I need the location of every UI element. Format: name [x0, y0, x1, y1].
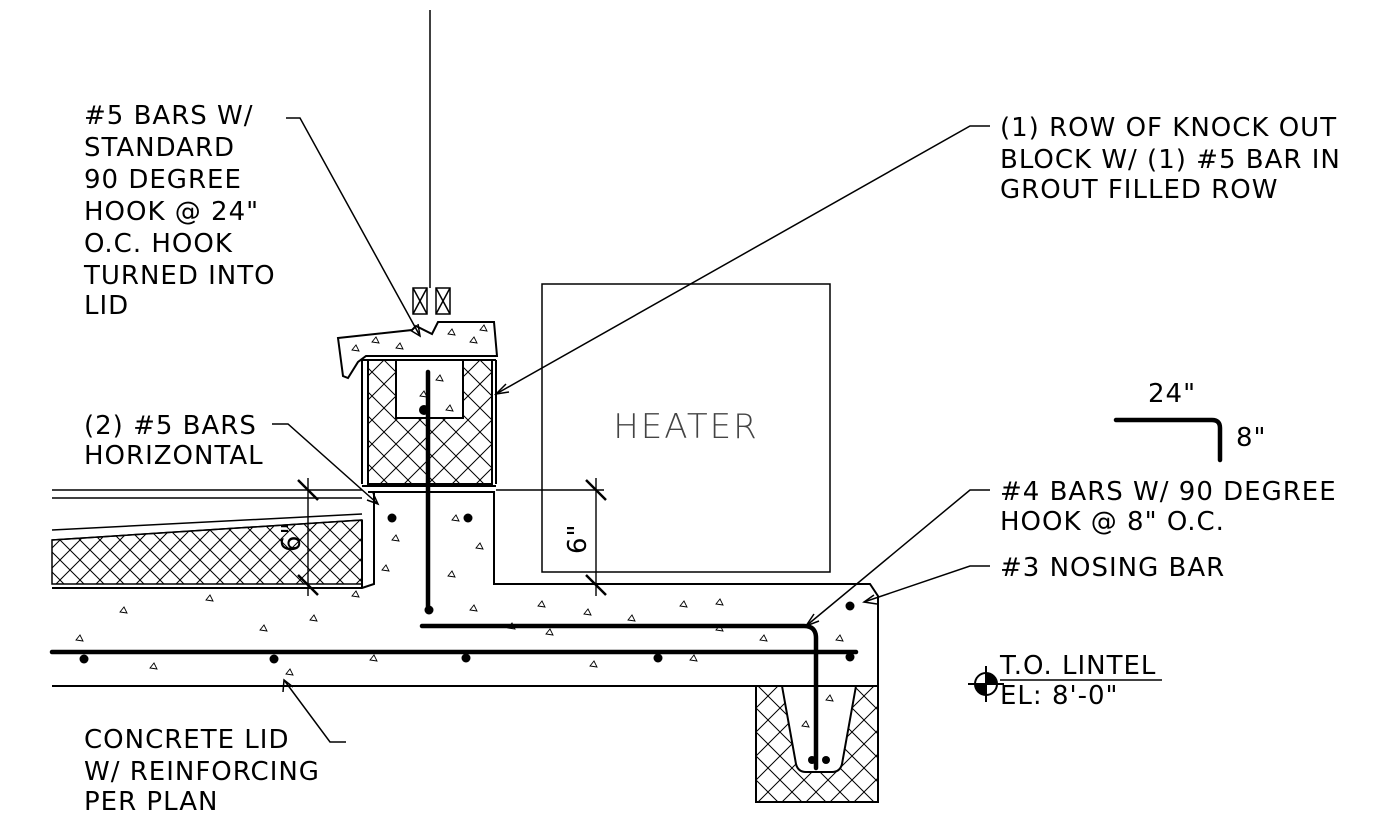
- hook-vertical-dim: 8": [1236, 423, 1267, 453]
- heater-label: HEATER: [613, 407, 759, 447]
- label-no4-bars: #4 BARS W/ 90 DEGREE HOOK @ 8" O.C.: [1000, 477, 1337, 537]
- bars-hook-line-6: TURNED INTO: [83, 261, 276, 291]
- bars-hook-line-4: HOOK @ 24": [84, 197, 259, 227]
- heater-box: HEATER: [541, 283, 831, 573]
- no4-bars-line-1: #4 BARS W/ 90 DEGREE: [1000, 477, 1337, 507]
- concrete-lid-outline: [52, 491, 879, 687]
- cap-aggregate: [351, 324, 488, 352]
- horizontal-bars-line-2: HORIZONTAL: [84, 441, 264, 471]
- bars-hook-line-5: O.C. HOOK: [84, 229, 233, 259]
- elevation-value: EL: 8'-0": [1000, 681, 1119, 711]
- bars-hook-line-1: #5 BARS W/: [84, 101, 254, 131]
- dimension-right: 6": [563, 478, 607, 596]
- label-horizontal-bars: (2) #5 BARS HORIZONTAL: [84, 411, 264, 471]
- top-blocks: [412, 287, 451, 315]
- lid-aggregate: [75, 374, 844, 676]
- dimension-left: 6": [277, 478, 319, 596]
- elevation-marker: T.O. LINTEL EL: 8'-0": [968, 651, 1162, 711]
- dim-right-label: 6": [563, 523, 593, 554]
- label-lid: CONCRETE LID W/ REINFORCING PER PLAN: [84, 725, 320, 817]
- knock-out-line-2: BLOCK W/ (1) #5 BAR IN: [1000, 145, 1341, 175]
- dim-left-label: 6": [277, 521, 307, 552]
- horizontal-bars-line-1: (2) #5 BARS: [84, 411, 257, 441]
- bars-hook-line-3: 90 DEGREE: [84, 165, 242, 195]
- lid-line-1: CONCRETE LID: [84, 725, 289, 755]
- no4-bars-line-2: HOOK @ 8" O.C.: [1000, 507, 1225, 537]
- bars-hook-line-2: STANDARD: [84, 133, 235, 163]
- knock-out-line-1: (1) ROW OF KNOCK OUT: [1000, 113, 1337, 143]
- leaders: [272, 117, 990, 743]
- knock-out-line-3: GROUT FILLED ROW: [1000, 175, 1278, 205]
- lid-line-2: W/ REINFORCING: [84, 757, 320, 787]
- lid-line-3: PER PLAN: [84, 787, 218, 817]
- rebar: [49, 369, 859, 771]
- label-nosing-bar: #3 NOSING BAR: [1000, 553, 1225, 583]
- roof-insulation: [51, 489, 604, 585]
- elevation-title: T.O. LINTEL: [999, 651, 1156, 681]
- hook-detail: 24" 8": [1113, 379, 1267, 463]
- label-bars-hook: #5 BARS W/ STANDARD 90 DEGREE HOOK @ 24"…: [83, 101, 276, 321]
- hook-horizontal-dim: 24": [1148, 379, 1196, 409]
- bars-hook-line-7: LID: [84, 291, 129, 321]
- label-knock-out: (1) ROW OF KNOCK OUT BLOCK W/ (1) #5 BAR…: [1000, 113, 1341, 205]
